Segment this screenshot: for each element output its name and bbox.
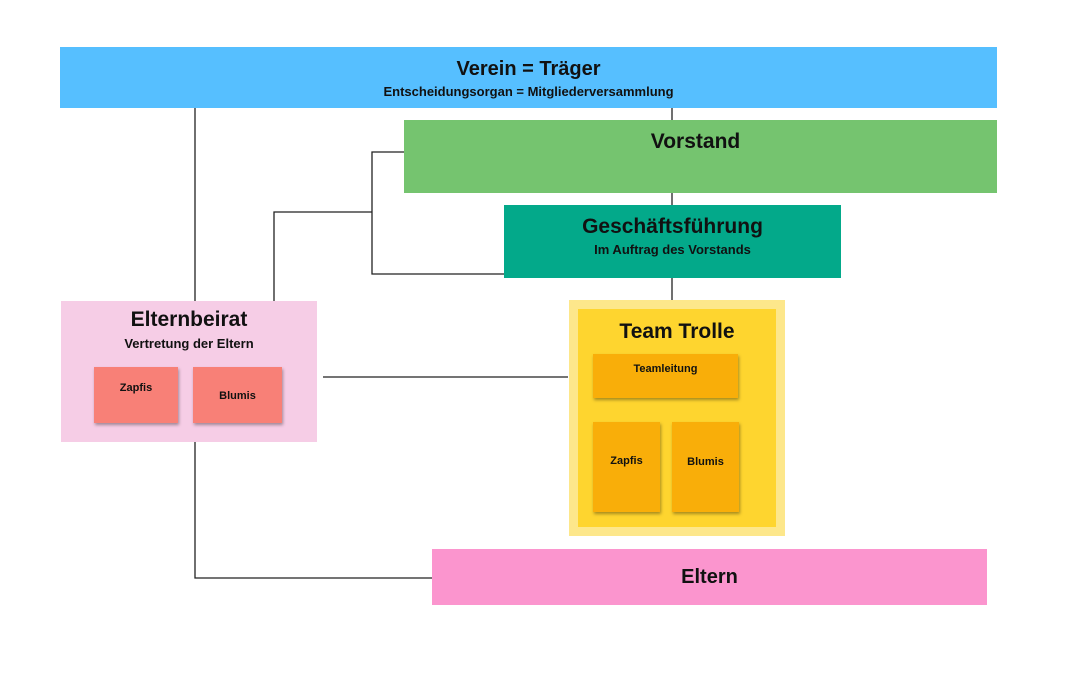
vorstand-box: Vorstand [404, 120, 997, 193]
team-inner-box: Team Trolle Teamleitung Zapfis Blumis [578, 309, 776, 527]
elternbeirat-box: Elternbeirat Vertretung der Eltern Zapfi… [61, 301, 317, 442]
line-bracket-elternbeirat [273, 211, 372, 301]
team-title: Team Trolle [619, 320, 735, 343]
verein-title: Verein = Träger [456, 58, 601, 80]
eltern-title: Eltern [681, 566, 738, 588]
line-vorstand-bracket [371, 151, 504, 275]
elternbeirat-group-blumis: Blumis [193, 367, 282, 423]
eltern-box: Eltern [432, 549, 987, 605]
geschaeftsfuehrung-subtitle: Im Auftrag des Vorstands [594, 242, 751, 257]
team-group-blumis: Blumis [672, 422, 739, 512]
elternbeirat-group-label: Blumis [219, 390, 256, 402]
elternbeirat-title: Elternbeirat [130, 308, 248, 331]
team-group-zapfis: Zapfis [593, 422, 660, 512]
team-group-label: Blumis [687, 456, 724, 468]
geschaeftsfuehrung-title: Geschäftsführung [582, 215, 763, 238]
elternbeirat-subtitle: Vertretung der Eltern [124, 336, 254, 351]
team-lead-box: Teamleitung [593, 354, 738, 398]
geschaeftsfuehrung-box: Geschäftsführung Im Auftrag des Vorstand… [504, 205, 841, 278]
vorstand-title: Vorstand [650, 130, 741, 153]
verein-subtitle: Entscheidungsorgan = Mitgliederversammlu… [383, 84, 674, 99]
team-box: Team Trolle Teamleitung Zapfis Blumis [569, 300, 785, 536]
elternbeirat-group-zapfis: Zapfis [94, 367, 178, 423]
team-group-label: Zapfis [610, 455, 643, 467]
elternbeirat-group-label: Zapfis [119, 382, 153, 394]
line-elternbeirat-eltern [194, 442, 432, 579]
verein-box: Verein = Träger Entscheidungsorgan = Mit… [60, 47, 997, 108]
team-lead-label: Teamleitung [633, 363, 698, 375]
